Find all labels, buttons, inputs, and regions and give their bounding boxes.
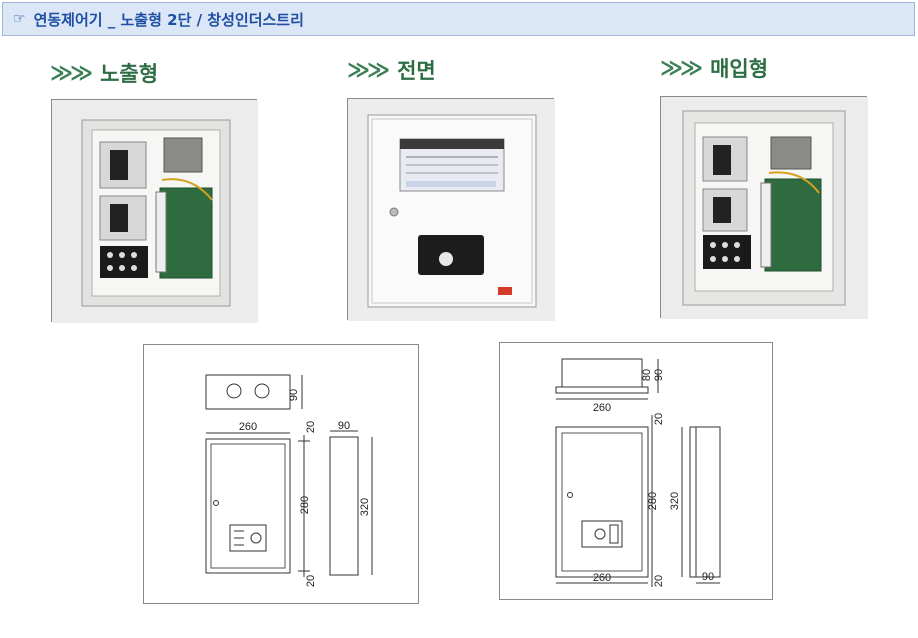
double-chevron-icon: ≫≫ [50,60,93,86]
dim-margin-top: 20 [305,421,317,433]
label-exposed-text: 노출형 [100,62,159,86]
label-embedded: ≫≫ 매입형 [660,53,768,83]
dim-side-width-right: 90 [702,571,714,583]
dim-front-height-right: 280 [647,492,659,510]
photo-embedded-interior [660,96,868,319]
pointing-hand-icon: ☞ [13,11,26,27]
photo-exposed-interior [51,99,258,323]
dim-front-height: 280 [299,496,311,514]
label-exposed: ≫≫ 노출형 [50,58,158,88]
dim-margin-bottom: 20 [305,575,317,587]
page-title: 연동제어기 _ 노출형 2단 / 창성인더스트리 [33,10,304,29]
dim-top-height: 90 [288,389,300,401]
double-chevron-icon: ≫≫ [347,57,390,83]
dim-margin-top-right: 20 [653,413,665,425]
dim-side-height: 320 [359,498,371,516]
label-embedded-text: 매입형 [710,57,769,81]
dim-margin-bottom-right: 20 [653,575,665,587]
double-chevron-icon: ≫≫ [660,55,703,81]
dim-front-width-right: 260 [593,572,611,584]
dim-side-height-right: 320 [669,492,681,510]
dim-top-height-b: 90 [653,369,665,381]
drawing-embedded: 80 90 260 20 280 20 260 320 90 [499,342,773,600]
label-front: ≫≫ 전면 [347,55,436,85]
dim-side-width: 90 [338,420,350,432]
dim-top-width: 260 [593,402,611,414]
dim-top-height-a: 80 [641,369,653,381]
photo-front-cover [347,98,555,321]
dim-front-width: 260 [239,421,257,433]
label-front-text: 전면 [397,59,436,83]
drawing-exposed: 90 260 20 280 20 90 320 [143,344,419,604]
title-bar: ☞ 연동제어기 _ 노출형 2단 / 창성인더스트리 [2,2,915,36]
